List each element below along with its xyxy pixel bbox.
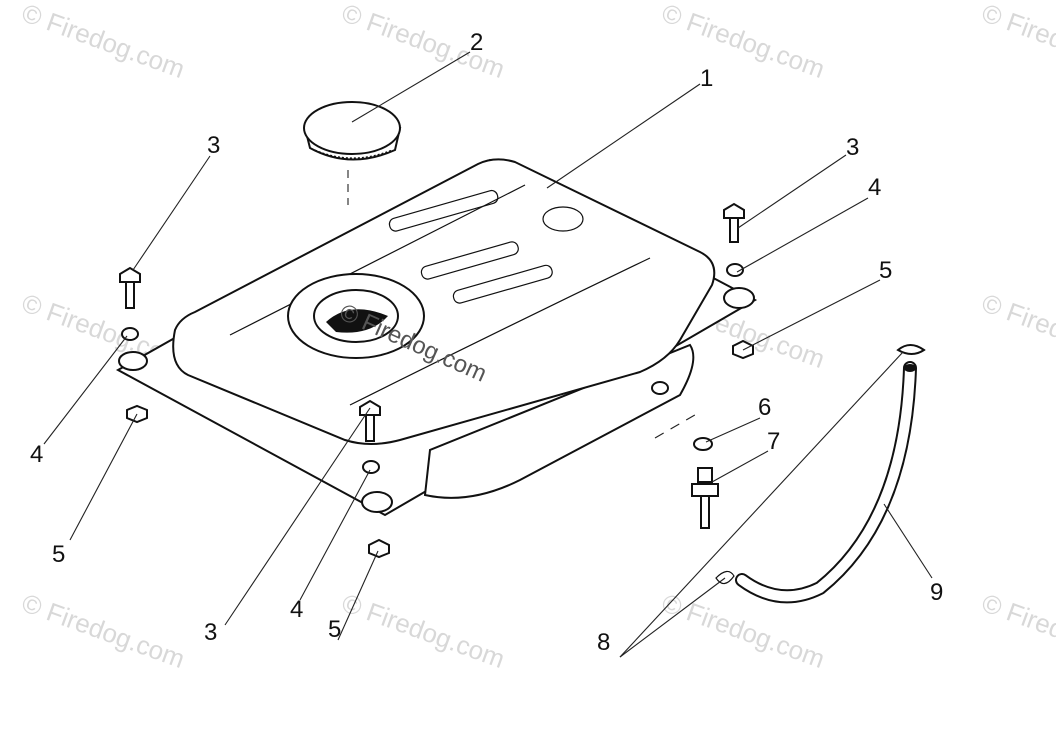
nut-center <box>368 538 390 559</box>
watermark: © Firedog.com <box>978 587 1056 674</box>
watermark: © Firedog.com <box>978 287 1056 374</box>
watermark: © Firedog.com <box>18 587 189 674</box>
fuel-valve <box>691 467 719 529</box>
bolt-left <box>119 266 141 309</box>
callout-3: 3 <box>204 619 217 646</box>
small-washer <box>693 437 713 451</box>
callout-5: 5 <box>328 616 341 643</box>
leader-lines <box>43 51 933 658</box>
washer-left <box>121 327 139 341</box>
callout-5: 5 <box>879 257 892 284</box>
callout-8: 8 <box>597 629 610 656</box>
callout-5: 5 <box>52 541 65 568</box>
callout-3: 3 <box>207 132 220 159</box>
callout-9: 9 <box>930 579 943 606</box>
washer-right <box>726 263 744 277</box>
fuel-tank <box>115 158 758 517</box>
callout-4: 4 <box>290 596 303 623</box>
callouts: 1 2 3 4 5 3 4 5 3 4 5 6 7 8 9 <box>30 29 943 656</box>
callout-1: 1 <box>700 65 713 92</box>
callout-6: 6 <box>758 394 771 421</box>
watermark: © Firedog.com <box>338 587 509 674</box>
hose-clamp-bottom <box>715 570 735 585</box>
watermark: © Firedog.com <box>978 0 1056 84</box>
bolt-right <box>723 202 745 243</box>
callout-2: 2 <box>470 29 483 56</box>
callout-4: 4 <box>868 174 881 201</box>
washer-center <box>362 460 380 474</box>
watermark: © Firedog.com <box>658 0 829 84</box>
fuel-hose <box>735 361 917 604</box>
callout-3: 3 <box>846 134 859 161</box>
hose-clamp-top <box>896 344 926 355</box>
callout-7: 7 <box>767 428 780 455</box>
fuel-cap <box>303 101 402 205</box>
callout-4: 4 <box>30 441 43 468</box>
watermark: © Firedog.com <box>18 0 189 84</box>
